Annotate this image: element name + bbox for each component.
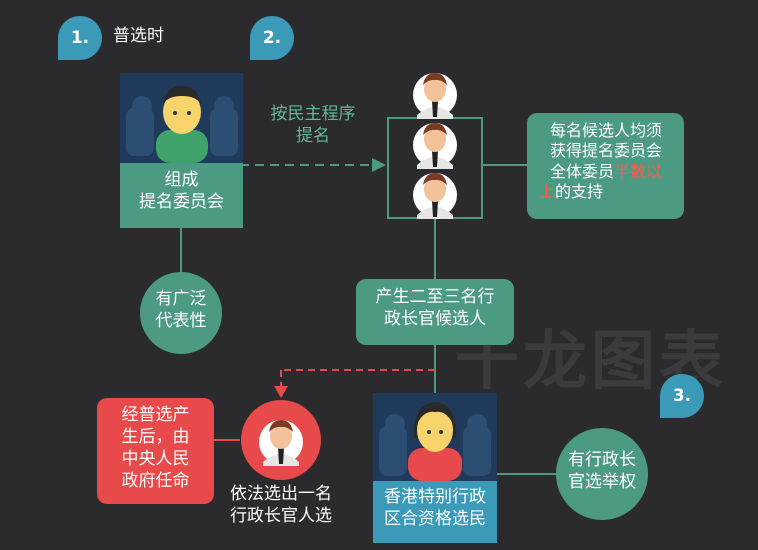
- central-line-1: 经普选产: [121, 405, 190, 425]
- elected-line-1: 依法选出一名: [230, 484, 332, 504]
- nominate-label: 按民主程序 提名: [248, 104, 378, 148]
- requirement-line-1: 每名候选人均须: [549, 121, 662, 140]
- voters-label-box: 香港特别行政 区合资格选民: [373, 481, 497, 543]
- requirement-line-4: 上的支持: [539, 182, 604, 202]
- representative-circle: 有广泛 代表性: [140, 272, 222, 354]
- candidate-avatar-icon: [413, 73, 457, 119]
- central-box: 经普选产 生后，由 中央人民 政府任命: [97, 398, 214, 504]
- step-3-badge: 3.: [660, 374, 704, 418]
- candidates-line-1: 产生二至三名行: [375, 287, 495, 307]
- person-avatar-icon: [156, 86, 208, 163]
- step-1-badge: 1.: [58, 16, 102, 60]
- central-line-2: 生后，由: [121, 427, 190, 448]
- committee-label-box: 组成 提名委员会: [120, 163, 243, 228]
- nominate-line-1: 按民主程序: [270, 104, 356, 124]
- voters-line-1: 香港特别行政: [384, 487, 486, 507]
- committee-panel: [120, 73, 243, 163]
- representative-line-1: 有广泛: [155, 289, 207, 309]
- step-2-badge: 2.: [250, 16, 294, 60]
- representative-line-2: 代表性: [155, 310, 207, 331]
- official-avatar-icon: [259, 420, 303, 466]
- step-1-label: 普选时: [113, 26, 164, 46]
- seat-silhouettes: [126, 96, 238, 156]
- candidates-line-2: 政长官候选人: [384, 308, 486, 329]
- requirement-box: 每名候选人均须 获得提名委员会 全体委员半数以 上的支持: [527, 113, 684, 219]
- right-line-1: 有行政长: [568, 450, 636, 470]
- elected-label: 依法选出一名 行政长官人选: [213, 484, 349, 528]
- committee-line-1: 组成: [164, 170, 199, 190]
- candidate-avatar-icon: [413, 123, 457, 169]
- committee-line-2: 提名委员会: [139, 191, 224, 212]
- requirement-line-2: 获得提名委员会: [549, 141, 662, 161]
- candidate-avatars: [413, 73, 457, 219]
- red-arrow-head: [274, 386, 288, 398]
- voters-panel: [373, 393, 497, 481]
- candidate-avatar-icon: [413, 173, 457, 219]
- voting-right-circle: 有行政长 官选举权: [556, 428, 648, 520]
- central-line-3: 中央人民: [121, 449, 190, 470]
- requirement-line-3: 全体委员半数以: [549, 161, 663, 181]
- woman-avatar-icon: [408, 402, 462, 481]
- candidates-box: 产生二至三名行 政长官候选人: [356, 279, 514, 345]
- dashed-arrow-head: [372, 158, 386, 172]
- nominate-line-2: 提名: [296, 125, 330, 146]
- central-line-4: 政府任命: [121, 471, 190, 492]
- red-dashed-connector: [280, 369, 435, 388]
- elected-line-2: 行政长官人选: [230, 505, 332, 526]
- elected-official-node: [241, 400, 321, 480]
- voters-line-2: 区合资格选民: [384, 508, 486, 529]
- right-line-2: 官选举权: [568, 471, 636, 492]
